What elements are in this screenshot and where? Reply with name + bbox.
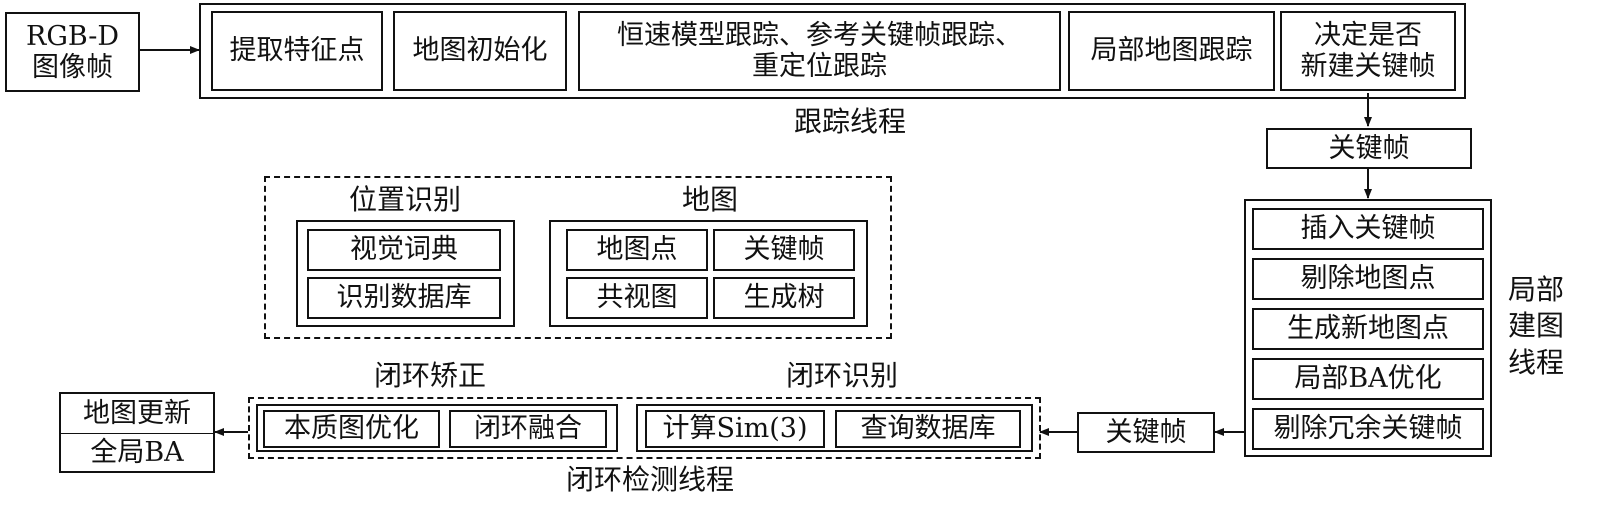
local-mapping-step-local-ba: 局部BA优化 (1252, 358, 1484, 400)
local-mapping-step-insert-keyframe: 插入关键帧 (1252, 208, 1484, 250)
loop-correction-frame (256, 404, 618, 452)
local-mapping-step-cull-keyframes: 剔除冗余关键帧 (1252, 408, 1484, 450)
tracking-thread-title: 跟踪线程 (793, 105, 906, 138)
output-map-update: 地图更新 (59, 392, 215, 434)
place-recognition-vocabulary: 视觉词典 (307, 229, 501, 271)
map-item-covisibility-graph: 共视图 (566, 277, 708, 319)
tracking-step-local-map: 局部地图跟踪 (1068, 11, 1275, 91)
loop-detection-compute-sim3: 计算Sim(3) (645, 410, 825, 448)
tracking-step-extract-features: 提取特征点 (211, 11, 383, 91)
place-recognition-frame (296, 220, 515, 327)
map-item-keyframes: 关键帧 (713, 229, 855, 271)
local-mapping-thread-title: 局部 建图 线程 (1507, 273, 1564, 379)
output-global-ba: 全局BA (59, 433, 215, 473)
map-title: 地图 (681, 183, 738, 216)
map-item-spanning-tree: 生成树 (713, 277, 855, 319)
loop-correction-title: 闭环矫正 (373, 359, 486, 392)
loop-closing-thread-title: 闭环检测线程 (565, 463, 734, 496)
local-mapping-step-new-map-points: 生成新地图点 (1252, 308, 1484, 350)
keyframe-bottom: 关键帧 (1077, 412, 1215, 453)
local-mapping-thread-frame (1244, 199, 1492, 457)
tracking-thread-frame (199, 3, 1466, 99)
keyframe-top: 关键帧 (1266, 128, 1472, 169)
local-mapping-step-cull-map-points: 剔除地图点 (1252, 258, 1484, 300)
loop-correction-loop-fusion: 闭环融合 (449, 410, 607, 448)
place-recognition-database: 识别数据库 (307, 277, 501, 319)
loop-closing-frame (248, 397, 1041, 459)
loop-detection-title: 闭环识别 (785, 359, 898, 392)
tracking-step-map-init: 地图初始化 (393, 11, 567, 91)
map-frame (549, 220, 868, 327)
loop-detection-frame (636, 404, 1033, 452)
input-rgbd-frame: RGB-D 图像帧 (5, 12, 140, 92)
loop-correction-essential-graph: 本质图优化 (263, 410, 440, 448)
loop-detection-query-database: 查询数据库 (835, 410, 1021, 448)
database-frame (264, 176, 892, 339)
tracking-step-new-keyframe-decision: 决定是否 新建关键帧 (1280, 11, 1456, 91)
tracking-step-motion-ref-reloc: 恒速模型跟踪、参考关键帧跟踪、 重定位跟踪 (578, 11, 1061, 91)
map-item-map-points: 地图点 (566, 229, 708, 271)
place-recognition-title: 位置识别 (348, 183, 461, 216)
